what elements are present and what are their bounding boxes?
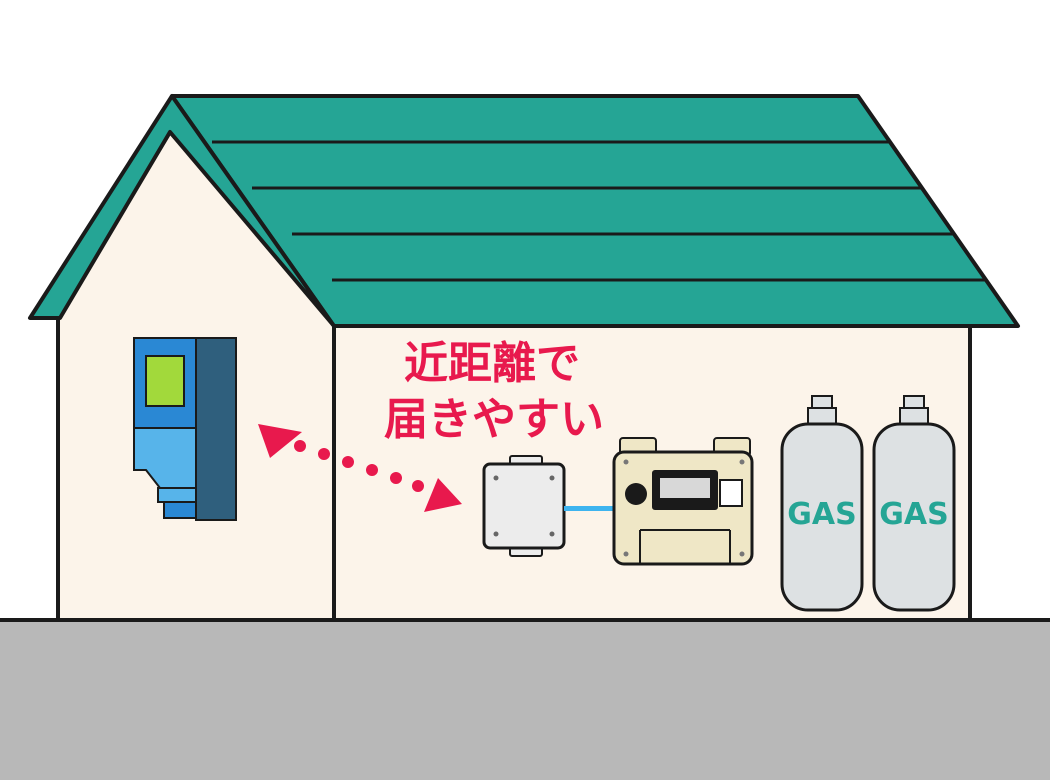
ground — [0, 620, 1050, 780]
arrow-dot — [412, 480, 424, 492]
arrow-head-right — [424, 478, 462, 512]
arrow-dot — [294, 440, 306, 452]
gas-cylinder-label: GAS — [879, 497, 948, 532]
signal-arrow — [258, 424, 462, 512]
gas-cylinder-label: GAS — [787, 497, 856, 532]
wireless-unit-icon — [482, 455, 566, 557]
gas-cylinder-icon: GAS — [872, 395, 956, 612]
caption-line-2: 届きやすい — [384, 394, 604, 445]
roof-gable-edge — [28, 94, 336, 328]
arrow-dot — [318, 448, 330, 460]
connection-pipe — [564, 506, 614, 511]
arrow-head-left — [258, 424, 302, 458]
gas-cylinder-icon: GAS — [780, 395, 864, 612]
gas-meter-icon — [612, 437, 754, 566]
arrow-dot — [342, 456, 354, 468]
roof — [28, 94, 1020, 328]
arrow-dot — [366, 464, 378, 476]
caption-line-1: 近距離で — [404, 338, 580, 389]
electric-meter-icon — [133, 337, 237, 521]
arrow-dot — [390, 472, 402, 484]
